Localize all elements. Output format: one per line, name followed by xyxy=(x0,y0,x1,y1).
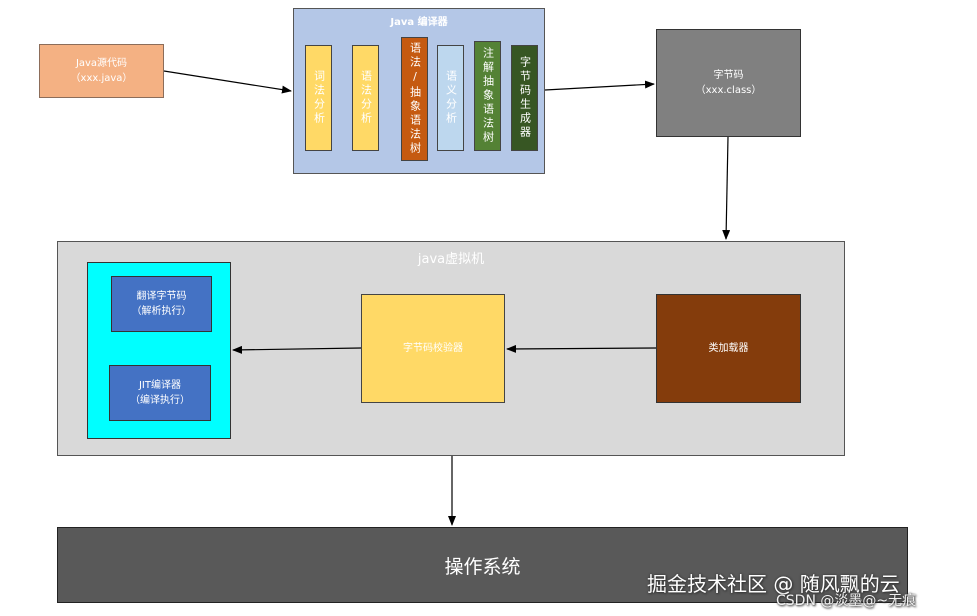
arrow-verifier-to-engine xyxy=(232,345,362,354)
os-box: 操作系统 xyxy=(57,527,908,603)
jit-compiler-box: JIT编译器 （编译执行） xyxy=(109,365,211,421)
os-label: 操作系统 xyxy=(444,555,521,578)
compiler-stage-ast-label: 语法/抽象语法树 xyxy=(408,42,422,156)
java-source-line2: （xxx.java） xyxy=(70,73,133,84)
java-compiler-box: Java 编译器 词法分析 语法分析 语法/抽象语法树 语义分析 注解抽象语法树… xyxy=(293,8,545,174)
arrow-compiler-to-bytecode xyxy=(544,80,655,91)
compiler-stage-bytecode-generator-label: 字节码生成器 xyxy=(518,56,532,140)
compiler-stage-ast: 语法/抽象语法树 xyxy=(401,37,428,161)
compiler-stage-annotated-ast-label: 注解抽象语法树 xyxy=(481,47,495,145)
translate-bytecode-box: 翻译字节码 （解析执行） xyxy=(111,276,212,332)
java-source-box: Java源代码 （xxx.java） xyxy=(39,44,164,98)
compiler-stage-lexical-label: 词法分析 xyxy=(312,70,326,126)
compiler-stage-syntax: 语法分析 xyxy=(352,45,379,151)
watermark-sub: CSDN @淡墨@~无痕 xyxy=(776,593,917,609)
java-compiler-title: Java 编译器 xyxy=(390,17,448,28)
bytecode-box: 字节码 （xxx.class） xyxy=(656,29,801,137)
arrow-source-to-compiler xyxy=(163,70,292,94)
compiler-stage-bytecode-generator: 字节码生成器 xyxy=(511,45,538,151)
arrow-loader-to-verifier xyxy=(506,344,657,353)
bytecode-verifier-box: 字节码校验器 xyxy=(361,294,505,403)
translate-line1: 翻译字节码 xyxy=(136,291,187,302)
compiler-stage-semantic-label: 语义分析 xyxy=(444,70,458,126)
compiler-stage-lexical: 词法分析 xyxy=(305,45,332,151)
watermark-main: 掘金技术社区 @ 随风飘的云 xyxy=(647,572,900,596)
java-source-line1: Java源代码 xyxy=(75,58,128,69)
bytecode-line2: （xxx.class） xyxy=(695,85,762,96)
arrow-bytecode-to-jvm xyxy=(722,136,731,240)
class-loader-label: 类加载器 xyxy=(708,343,749,354)
compiler-stage-annotated-ast: 注解抽象语法树 xyxy=(474,41,501,151)
jit-line2: （编译执行） xyxy=(130,395,190,406)
bytecode-line1: 字节码 xyxy=(713,70,744,81)
class-loader-box: 类加载器 xyxy=(656,294,801,403)
jit-line1: JIT编译器 xyxy=(138,380,181,391)
compiler-stage-syntax-label: 语法分析 xyxy=(359,70,373,126)
translate-line2: （解析执行） xyxy=(131,306,192,317)
jvm-title: java虚拟机 xyxy=(417,252,485,267)
bytecode-verifier-label: 字节码校验器 xyxy=(403,343,463,354)
compiler-stage-semantic: 语义分析 xyxy=(437,45,464,151)
